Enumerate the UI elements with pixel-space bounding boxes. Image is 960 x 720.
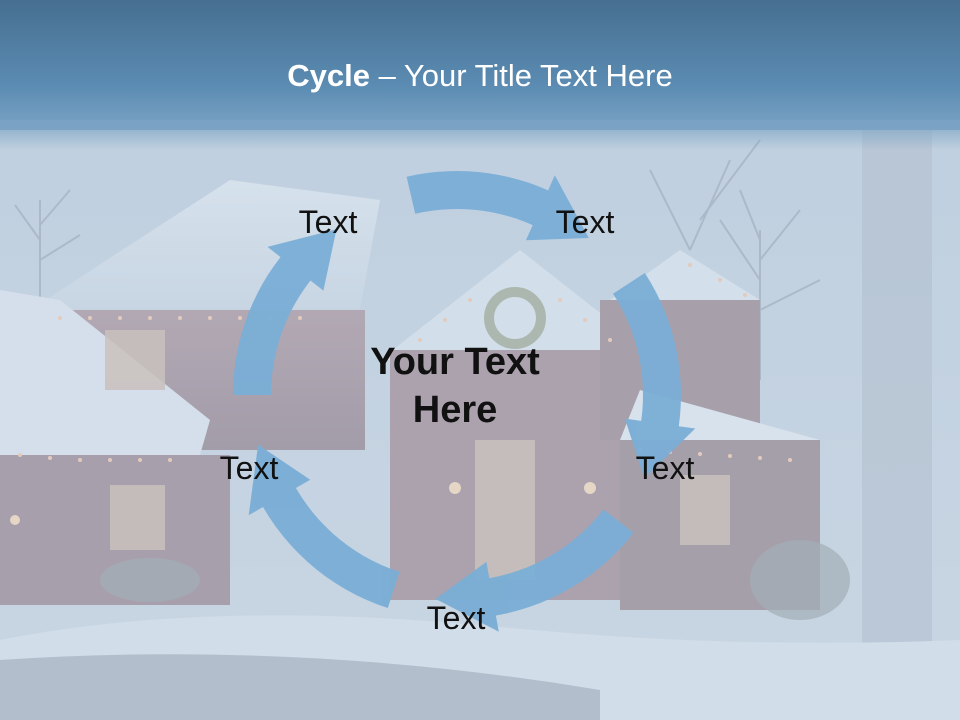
center-text: Your Text Here (330, 338, 580, 434)
cycle-arrow (248, 444, 400, 608)
center-text-line-1: Your Text (370, 341, 540, 383)
cycle-node-label: Text (555, 204, 615, 240)
cycle-node-label: Text (298, 204, 358, 240)
slide-title: Cycle – Your Title Text Here (0, 56, 960, 96)
center-text-line-2: Here (412, 389, 498, 431)
cycle-arrow (233, 229, 337, 395)
cycle-arrow (435, 509, 634, 632)
slide-title-rest: – Your Title Text Here (370, 58, 673, 93)
slide-title-bold: Cycle (287, 58, 370, 93)
cycle-node-label: Text (635, 450, 695, 486)
cycle-node-label: Text (219, 450, 279, 486)
cycle-node-label: Text (426, 600, 486, 636)
title-bar-fade (0, 120, 960, 150)
cycle-arrow (406, 171, 589, 241)
cycle-arrow (613, 273, 696, 479)
title-bar (0, 0, 960, 130)
